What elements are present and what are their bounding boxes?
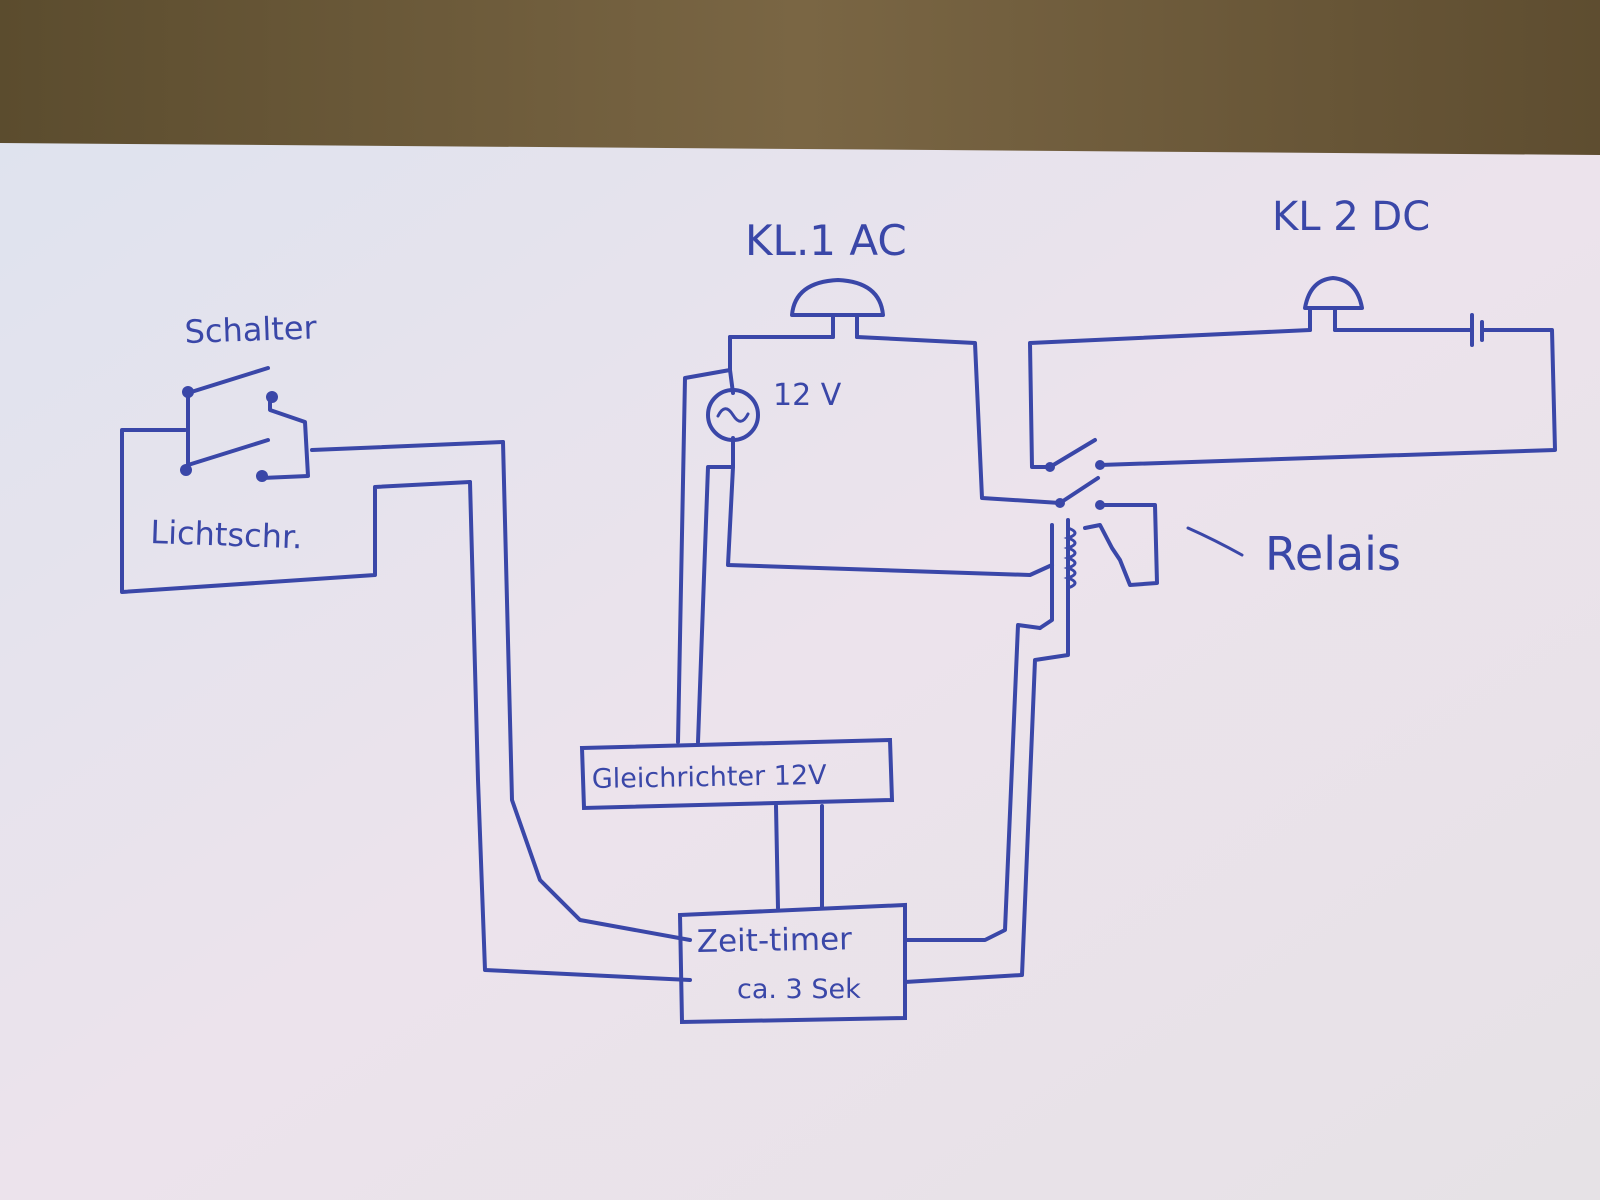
wire-switch-timer-b [468, 480, 692, 982]
switch-block [120, 366, 505, 594]
label-timer-line1: Zeit-timer [697, 921, 853, 960]
timer-box [677, 902, 907, 1025]
label-relais: Relais [1265, 527, 1401, 581]
paper-sheet [0, 143, 1600, 1200]
rectifier-box [579, 737, 895, 910]
label-rectifier: Gleichrichter 12V [592, 760, 828, 795]
bell2-circuit [1028, 276, 1557, 472]
label-timer-line2: ca. 3 Sek [737, 974, 861, 1005]
wire-switch-timer-a [501, 440, 692, 942]
relay [1038, 476, 1244, 630]
label-schalter: Schalter [184, 308, 318, 351]
battery-icon [1470, 313, 1484, 347]
ac-source-icon [706, 388, 760, 442]
label-bell1: KL.1 AC [745, 216, 907, 265]
bell-icon [790, 278, 885, 339]
relay-coil-icon [1038, 518, 1077, 630]
wire-relay-timer-b [903, 623, 1042, 942]
bell1-circuit [676, 278, 1062, 744]
wire-relay-timer-a [903, 598, 1070, 984]
bell-icon [1303, 276, 1364, 332]
label-lichtschranke: Lichtschr. [150, 513, 303, 556]
label-voltage: 12 V [773, 378, 842, 413]
label-bell2: KL 2 DC [1272, 194, 1430, 240]
table-surface [0, 0, 1600, 160]
